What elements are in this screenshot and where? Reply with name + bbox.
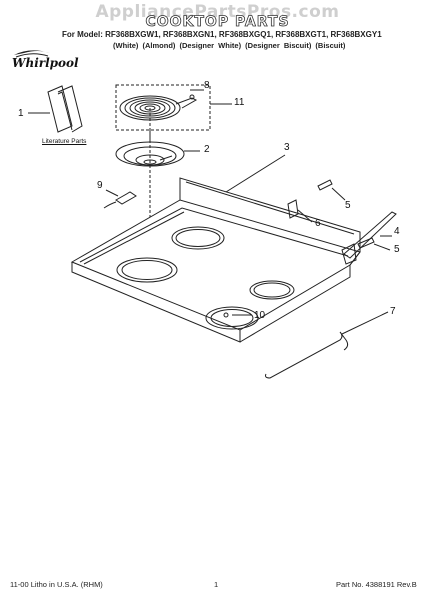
surface-element <box>119 94 198 121</box>
hinge-bracket <box>341 211 397 265</box>
callout-7: 7 <box>390 306 396 317</box>
receptacle <box>103 191 137 209</box>
callout-9: 9 <box>97 180 103 191</box>
clip <box>287 199 299 219</box>
screw-upper <box>317 179 333 191</box>
footer-part-number: Part No. 4388191 Rev.B <box>336 580 417 589</box>
callout-4: 4 <box>394 226 400 237</box>
callout-6: 6 <box>315 218 321 229</box>
whirlpool-logo-icon <box>14 50 50 58</box>
support-rod <box>265 331 349 379</box>
callout-5-lower: 5 <box>394 244 400 255</box>
footer-litho: 11-00 Litho in U.S.A. (RHM) <box>10 580 103 589</box>
callout-10: 10 <box>254 310 266 321</box>
callout-5-upper: 5 <box>345 200 351 211</box>
callout-3: 3 <box>284 142 290 153</box>
watermark: AppliancePartsPros.com <box>95 2 340 22</box>
literature-label: Literature Parts <box>42 138 87 145</box>
literature-booklet <box>47 85 83 133</box>
model-colors: (White) (Almond) (Designer White) (Desig… <box>113 41 346 50</box>
model-numbers: For Model: RF368BXGW1, RF368BXGN1, RF368… <box>62 30 382 39</box>
page-title: COOKTOP PARTS <box>145 14 290 31</box>
brand-logo: Whirlpool <box>12 56 79 70</box>
callout-11: 11 <box>234 97 245 108</box>
footer-page-number: 1 <box>214 580 219 589</box>
callout-2: 2 <box>204 144 210 155</box>
main-top <box>70 177 361 343</box>
screw-lower <box>357 237 375 249</box>
callout-1: 1 <box>18 108 24 119</box>
callout-8: 8 <box>204 80 210 91</box>
